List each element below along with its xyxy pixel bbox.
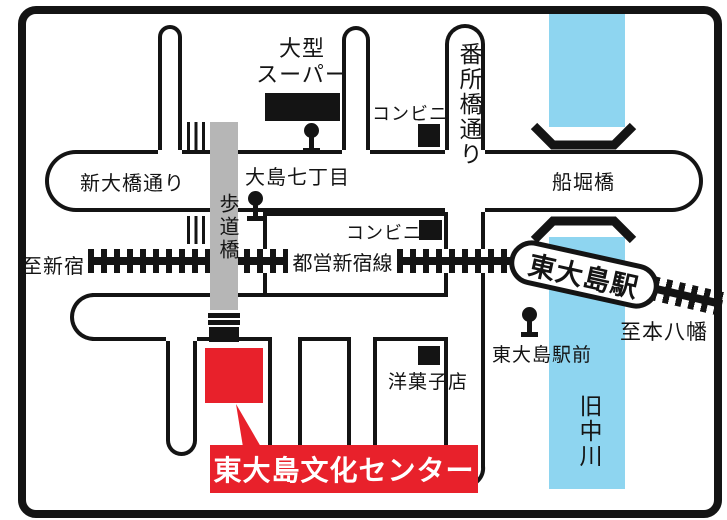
stairs-hatch [187, 122, 206, 152]
stairs-landing [209, 327, 239, 342]
road-edge [298, 341, 302, 445]
railway-track [88, 249, 288, 273]
road-edge [158, 43, 162, 150]
road-edge [373, 337, 448, 341]
road-end-cap [70, 293, 116, 341]
destination-banner: 東大島文化センター [210, 445, 478, 493]
stairs-step [208, 313, 240, 318]
railway-line-name: 都営新宿線 [292, 252, 393, 275]
destination-building-marker [205, 348, 263, 403]
road-edge [445, 46, 449, 150]
road-end-cap [645, 150, 703, 212]
stairs-hatch [187, 216, 206, 244]
stairs-step [208, 320, 240, 325]
road-edge [481, 212, 485, 468]
road-edge [373, 341, 377, 445]
road-end-cap [445, 24, 485, 48]
railway-track [397, 249, 514, 273]
road-edge [481, 46, 485, 150]
supermarket-label-line2: スーパー [256, 62, 348, 87]
road-end-cap [342, 26, 370, 46]
road-edge [95, 150, 158, 154]
road-edge [92, 337, 166, 341]
road-edge [366, 44, 370, 150]
bridge-name-funabori: 船堀橋 [552, 172, 615, 194]
road-edge [347, 341, 351, 445]
convenience-store-label: コンビニ [372, 104, 448, 124]
station-name: 東大島駅 [525, 250, 642, 304]
road-edge [370, 150, 445, 154]
destination-name: 東大島文化センター [213, 455, 475, 486]
river-upper [549, 11, 625, 127]
road-edge [95, 208, 445, 212]
road-edge [268, 337, 272, 445]
road-edge [166, 341, 170, 431]
supermarket-label: 大型 スーパー [250, 36, 354, 88]
road-name-shin-ohashi: 新大橋通り [80, 173, 185, 195]
callout-pointer [236, 404, 261, 447]
store-marker [418, 124, 440, 147]
direction-to-moto-yawata: 至本八幡 [620, 321, 708, 344]
supermarket-label-line1: 大型 [278, 36, 325, 61]
road-end-cap [158, 25, 182, 45]
pastry-shop-label: 洋菓子店 [388, 372, 469, 393]
road-edge [444, 337, 448, 445]
railway-track [649, 276, 725, 316]
store-marker [418, 346, 440, 365]
road-edge [485, 208, 648, 212]
direction-to-shinjuku: 至新宿 [22, 256, 85, 278]
bus-stop-icon [521, 307, 539, 337]
road-edge [182, 150, 342, 154]
road-edge [485, 150, 648, 154]
pedestrian-bridge-deck [210, 122, 238, 310]
bus-stop-name-ekimae: 東大島駅前 [492, 345, 593, 366]
river-name: 旧中川 [576, 394, 602, 469]
road-edge [178, 43, 182, 150]
bridge-abutment-icon [530, 122, 637, 150]
railway-line-label: 都営新宿線 [288, 247, 397, 275]
road-edge [342, 44, 346, 150]
road-edge [298, 337, 351, 341]
road-name-bansho-bashi: 番所橋通り [456, 42, 482, 167]
convenience-store-label: コンビニ [346, 223, 422, 243]
pedestrian-bridge-label: 歩道橋 [216, 193, 238, 262]
road-edge [193, 341, 197, 431]
bus-stop-icon [247, 191, 265, 221]
supermarket-building-marker [265, 93, 340, 121]
road-end-cap [45, 150, 97, 212]
bus-stop-icon [303, 123, 321, 153]
store-marker [419, 220, 442, 240]
bus-stop-name-ojima7: 大島七丁目 [245, 167, 350, 189]
road-end-cap [166, 428, 197, 456]
